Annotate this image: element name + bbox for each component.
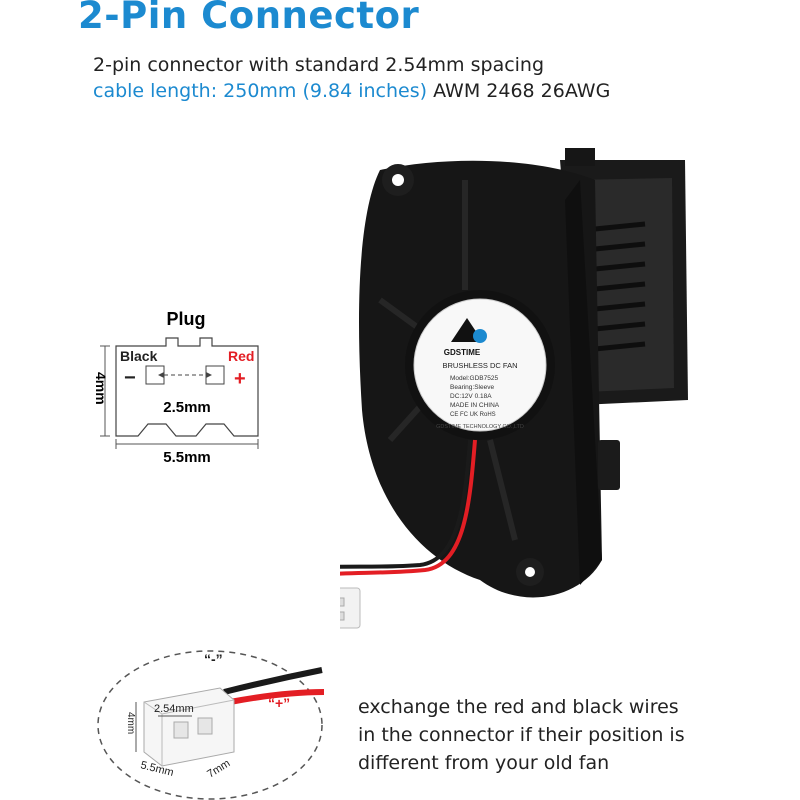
- wire-red: [340, 439, 477, 576]
- connector-body: [143, 687, 235, 767]
- spacing-description: 2-pin connector with standard 2.54mm spa…: [93, 54, 545, 76]
- height-label: 4mm: [93, 372, 109, 405]
- fan-brand: GDSTIME: [444, 348, 481, 357]
- detail-depth-label: 7mm: [205, 757, 232, 780]
- width-label: 5.5mm: [163, 449, 211, 466]
- detail-minus-label: “-”: [204, 651, 223, 667]
- cable-length-text: cable length: 250mm (9.84 inches): [93, 80, 428, 102]
- detail-pitch-label: 2.54mm: [154, 703, 194, 715]
- connector-detail: “-” “+” 2.54mm 4mm 5.5mm 7mm: [97, 650, 325, 800]
- wire-black: [340, 439, 472, 569]
- cable-spec-text: AWM 2468 26AWG: [427, 80, 611, 102]
- pitch-label: 2.5mm: [163, 399, 211, 416]
- page-title: 2-Pin Connector: [78, 0, 420, 37]
- detail-plus-label: “+”: [268, 695, 290, 711]
- black-label: Black: [120, 348, 158, 364]
- fan-company: GDSTIME TECHNOLOGY CO.,LTD: [436, 424, 524, 430]
- wire-exchange-note: exchange the red and black wires in the …: [358, 693, 778, 777]
- plus-sign: +: [234, 368, 246, 390]
- minus-sign: −: [124, 367, 136, 389]
- note-line-2: in the connector if their position is: [358, 724, 685, 746]
- cable-description: cable length: 250mm (9.84 inches) AWM 24…: [93, 80, 610, 102]
- blower-fan-image: GDSTIME BRUSHLESS DC FAN Model:GDB7525 B…: [340, 148, 688, 629]
- fan-bearing: Bearing:Sleeve: [450, 384, 494, 391]
- note-line-3: different from your old fan: [358, 752, 610, 774]
- red-label: Red: [228, 348, 254, 364]
- plug-title: Plug: [167, 309, 206, 329]
- fan-rating: DC:12V 0.18A: [450, 393, 492, 400]
- wire-connector: [340, 587, 361, 629]
- fan-marks: CE FC UK RoHS: [450, 412, 496, 418]
- detail-height-label: 4mm: [125, 712, 136, 734]
- fan-side-clip: [598, 440, 620, 490]
- note-line-1: exchange the red and black wires: [358, 696, 679, 718]
- plug-outline: [115, 337, 259, 437]
- fan-type: BRUSHLESS DC FAN: [442, 361, 517, 370]
- detail-circle: [97, 650, 323, 800]
- fan-model: Model:GDB7525: [450, 375, 498, 382]
- fan-origin: MADE IN CHINA: [450, 402, 500, 409]
- plug-diagram: Plug 4mm Black Red − + 2.5mm 5.5mm: [93, 309, 259, 466]
